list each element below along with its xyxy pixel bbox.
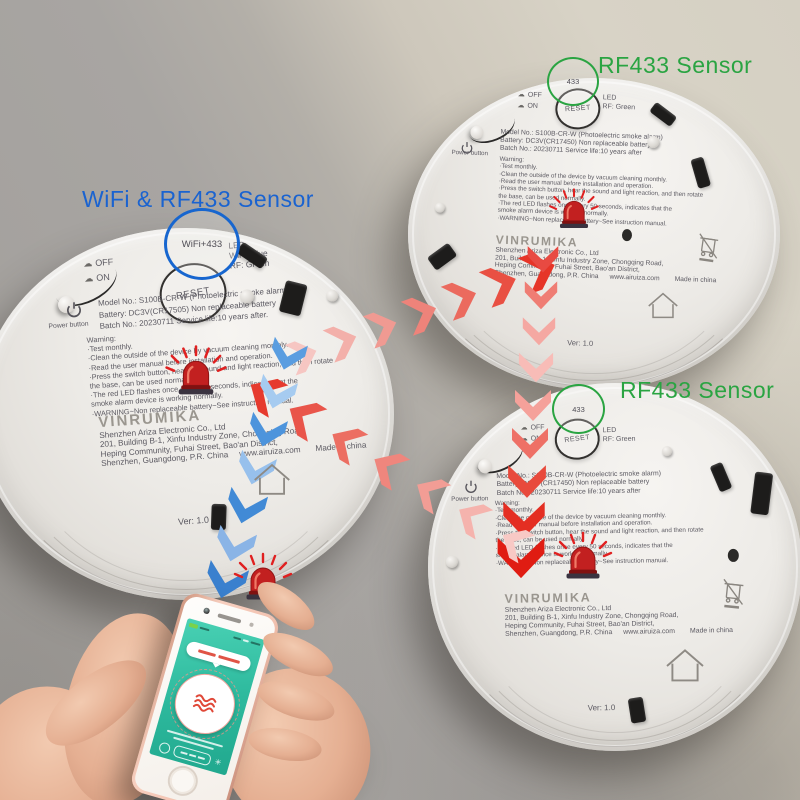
base-rim-ring — [448, 396, 782, 741]
mounting-slot — [709, 461, 733, 493]
wifi-rf433-sensor-title: WiFi & RF433 Sensor — [82, 186, 314, 212]
manufacturer-block: VINRUMIKA Shenzhen Ariza Electronic Co.,… — [494, 232, 717, 285]
base-rim-ring — [0, 241, 372, 590]
smart-home-app-screen: ✳ — [149, 617, 265, 776]
screw-boss — [434, 202, 445, 213]
signal-icon — [188, 622, 199, 629]
version-label: Ver: 1.0 — [587, 703, 616, 713]
mounting-slot — [649, 101, 678, 127]
home-button[interactable] — [164, 762, 202, 800]
base-rim-ring — [441, 97, 747, 375]
warning-block: Warning: ·Test monthly. ·Clean the outsi… — [497, 156, 704, 229]
smoke-wave-icon — [192, 694, 217, 713]
screw-boss — [325, 289, 339, 302]
front-camera-icon — [203, 607, 210, 614]
smoke-detector-wifi-rf433: RESET ☁OFF ☁ON LED WiFi: Blue RF: Green … — [0, 208, 394, 600]
version-label: Ver: 1.0 — [567, 338, 594, 349]
base-rim-ring — [15, 250, 357, 582]
spec-block: Model No.: S100B-CR-W (Photoelectric smo… — [500, 129, 663, 159]
smoke-detector-rf433-top: RESET ☁OFF ☁ON LED RF: Green Power butto… — [408, 57, 780, 390]
wifi-rf433-badge: WiFi+433 — [164, 208, 240, 280]
detector-back-plate: RESET ☁OFF ☁ON LED RF: Green Power butto… — [428, 383, 800, 751]
detector-back-plate: RESET ☁OFF ☁ON LED RF: Green Power butto… — [408, 78, 780, 390]
earpiece-speaker — [217, 613, 242, 624]
cloud-on-icon: ☁ — [517, 102, 525, 110]
proximity-sensor — [249, 622, 254, 627]
screw-boss — [445, 555, 458, 568]
cloud-off-icon: ☁ — [520, 424, 528, 432]
led-legend: LED RF: Green — [602, 94, 636, 111]
led-legend: LED RF: Green — [602, 426, 636, 443]
cloud-toggle-labels: ☁OFF ☁ON — [520, 424, 545, 443]
screw-boss — [661, 445, 673, 457]
cloud-on-icon: ☁ — [520, 435, 528, 443]
power-button-label: Power button — [451, 148, 489, 158]
website: www.airuiza.com — [609, 273, 660, 283]
alarm-alert-bubble — [184, 640, 253, 673]
detector-back-plate: RESET ☁OFF ☁ON LED WiFi: Blue RF: Green … — [0, 228, 394, 600]
rf433-badge: 433 — [547, 57, 599, 106]
made-in-label: Made in china — [674, 275, 717, 285]
cloud-off-icon: ☁ — [517, 91, 525, 99]
power-switch-knob — [57, 295, 76, 314]
rf433-badge: 433 — [552, 384, 605, 434]
made-in-label: Made in china — [689, 626, 733, 635]
base-rim-ring — [437, 389, 793, 748]
alarm-status-circle[interactable] — [167, 666, 242, 742]
settings-icon[interactable]: ✳ — [213, 757, 223, 768]
phone-front: ✳ — [132, 593, 278, 800]
cloud-toggle-labels: ☁OFF ☁ON — [517, 91, 542, 110]
mute-icon[interactable] — [157, 740, 172, 755]
mounting-slot — [426, 242, 458, 271]
power-button-label: Power button — [451, 495, 489, 503]
smartphone: ✳ — [128, 590, 282, 800]
vent-hole — [727, 548, 739, 563]
mounting-slot — [750, 471, 774, 516]
warning-block: Warning: ·Test monthly. ·Clean the outsi… — [495, 496, 704, 567]
spec-block: Model No.: S100B-CR-W (Photoelectric smo… — [496, 470, 661, 498]
mounting-slot — [210, 503, 227, 531]
smoke-detector-rf433-bottom: RESET ☁OFF ☁ON LED RF: Green Power butto… — [428, 383, 800, 751]
website: www.airuiza.com — [623, 627, 676, 636]
rf433-sensor-title-mid: RF433 Sensor — [620, 377, 775, 403]
power-button-label: Power button — [48, 320, 89, 331]
rf433-sensor-title-top: RF433 Sensor — [598, 52, 753, 78]
base-rim-ring — [428, 89, 760, 382]
manufacturer-block: VINRUMIKA Shenzhen Ariza Electronic Co.,… — [504, 588, 733, 639]
mounting-slot — [627, 696, 647, 724]
base-rim-ring — [461, 405, 769, 733]
